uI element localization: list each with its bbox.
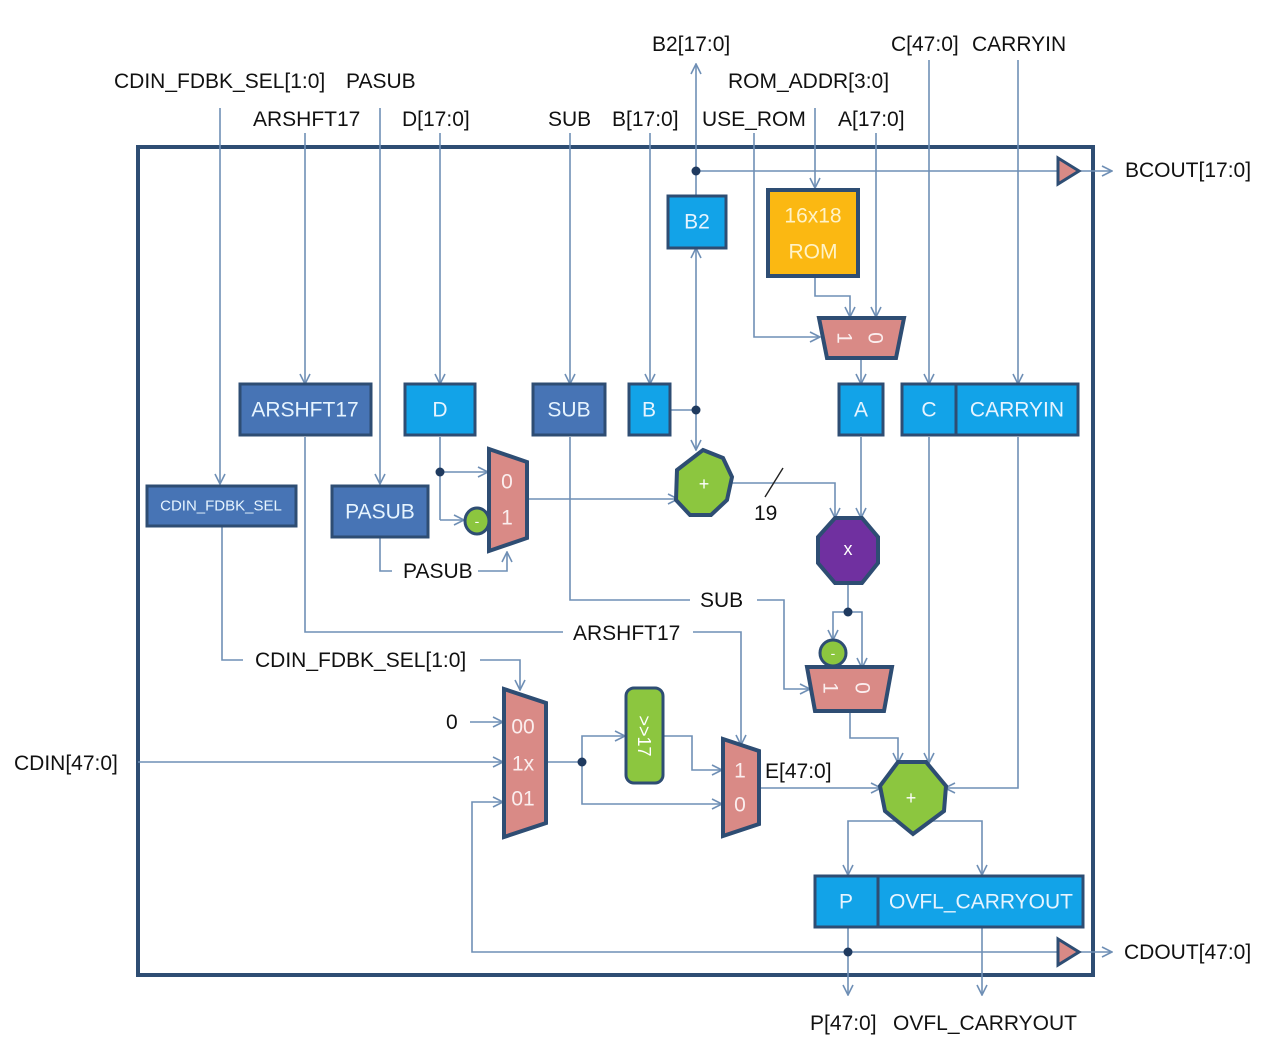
- preadder: +: [673, 447, 735, 517]
- bus-width-label: 19: [754, 502, 777, 525]
- internal-label-sub: SUB: [700, 589, 743, 612]
- output-label-bcout: BCOUT[17:0]: [1125, 159, 1251, 182]
- register-b[interactable]: B: [627, 382, 672, 437]
- input-label-pasub: PASUB: [346, 70, 416, 93]
- junction-dot: [691, 405, 701, 415]
- preadder-negate-icon: -: [463, 506, 491, 536]
- svg-text:x: x: [844, 539, 853, 559]
- svg-text:-: -: [831, 645, 836, 661]
- svg-text:CDIN_FDBK_SEL: CDIN_FDBK_SEL: [160, 498, 282, 515]
- input-label-c: C[47:0]: [891, 33, 959, 56]
- preadd-negate-mux: 0 1: [487, 446, 529, 554]
- svg-text:CARRYIN: CARRYIN: [970, 399, 1064, 422]
- svg-text:+: +: [699, 474, 710, 494]
- input-label-use-rom: USE_ROM: [702, 108, 806, 131]
- rom-select-mux: 1 0: [816, 316, 907, 360]
- svg-text:D: D: [432, 399, 447, 422]
- product-negate-icon: -: [818, 638, 848, 668]
- svg-text:1: 1: [833, 332, 856, 344]
- svg-text:01: 01: [511, 788, 534, 811]
- wires: [138, 60, 1112, 995]
- register-p-ovfl-carryout[interactable]: P OVFL_CARRYOUT: [813, 874, 1085, 929]
- svg-text:1: 1: [501, 507, 513, 530]
- input-label-cdin: CDIN[47:0]: [14, 752, 118, 775]
- internal-label-arshft17: ARSHFT17: [573, 622, 680, 645]
- svg-text:1: 1: [819, 682, 842, 694]
- junction-dot: [691, 166, 701, 176]
- svg-text:B2: B2: [684, 211, 710, 234]
- input-label-a: A[17:0]: [838, 108, 905, 131]
- register-sub[interactable]: SUB: [531, 382, 607, 437]
- svg-text:P: P: [839, 891, 853, 914]
- svg-text:A: A: [854, 399, 868, 422]
- register-arshft17[interactable]: ARSHFT17: [238, 382, 373, 437]
- svg-text:B: B: [642, 399, 656, 422]
- internal-label-zero: 0: [446, 711, 458, 734]
- input-label-cdin-fdbk-sel: CDIN_FDBK_SEL[1:0]: [114, 70, 325, 93]
- internal-label-pasub: PASUB: [403, 560, 473, 583]
- rom-16x18[interactable]: 16x18 ROM: [766, 188, 860, 278]
- junction-dot: [843, 947, 853, 957]
- junction-dot: [843, 607, 853, 617]
- register-a[interactable]: A: [837, 382, 885, 437]
- shift-right-17: >>17: [624, 686, 665, 785]
- sub-select-mux: 1 0: [804, 665, 895, 713]
- internal-label-cdin-fdbk-sel: CDIN_FDBK_SEL[1:0]: [255, 649, 466, 672]
- output-label-p: P[47:0]: [810, 1012, 877, 1035]
- svg-text:0: 0: [851, 682, 874, 694]
- bcout-buffer-icon: [1056, 155, 1082, 187]
- postadder: +: [877, 760, 949, 837]
- svg-text:ROM: ROM: [789, 241, 838, 264]
- svg-text:00: 00: [511, 716, 534, 739]
- svg-text:OVFL_CARRYOUT: OVFL_CARRYOUT: [889, 891, 1073, 914]
- register-b2[interactable]: B2: [666, 194, 728, 250]
- input-label-rom-addr: ROM_ADDR[3:0]: [728, 70, 889, 93]
- svg-text:1x: 1x: [512, 753, 535, 776]
- register-c-carryin[interactable]: C CARRYIN: [900, 382, 1080, 437]
- input-label-sub: SUB: [548, 108, 591, 131]
- svg-text:SUB: SUB: [547, 399, 590, 422]
- svg-text:0: 0: [864, 332, 887, 344]
- input-label-carryin: CARRYIN: [972, 33, 1066, 56]
- junction-dot: [435, 467, 445, 477]
- internal-label-e: E[47:0]: [765, 760, 832, 783]
- shift-select-mux: 1 0: [721, 736, 761, 839]
- svg-text:1: 1: [734, 760, 746, 783]
- output-label-b2: B2[17:0]: [652, 33, 730, 56]
- cdout-buffer-icon: [1056, 936, 1082, 968]
- slice-boundary: [136, 145, 1095, 977]
- svg-text:>>17: >>17: [634, 715, 654, 756]
- svg-text:0: 0: [734, 794, 746, 817]
- svg-text:16x18: 16x18: [784, 205, 841, 228]
- register-pasub[interactable]: PASUB: [330, 484, 430, 539]
- cdin-feedback-mux: 00 1x 01: [502, 686, 548, 840]
- output-label-ovfl-carryout: OVFL_CARRYOUT: [893, 1012, 1077, 1035]
- input-label-b: B[17:0]: [612, 108, 679, 131]
- svg-text:ARSHFT17: ARSHFT17: [251, 399, 358, 422]
- register-cdin-fdbk-sel[interactable]: CDIN_FDBK_SEL: [145, 484, 298, 528]
- register-d[interactable]: D: [403, 382, 477, 437]
- multiplier: x: [816, 516, 880, 585]
- output-label-cdout: CDOUT[47:0]: [1124, 941, 1251, 964]
- svg-text:0: 0: [501, 471, 513, 494]
- input-label-d: D[17:0]: [402, 108, 470, 131]
- svg-text:+: +: [906, 788, 917, 808]
- svg-text:C: C: [921, 399, 936, 422]
- junction-dot: [577, 757, 587, 767]
- input-label-arshft17: ARSHFT17: [253, 108, 360, 131]
- svg-text:-: -: [475, 513, 480, 529]
- svg-text:PASUB: PASUB: [345, 501, 415, 524]
